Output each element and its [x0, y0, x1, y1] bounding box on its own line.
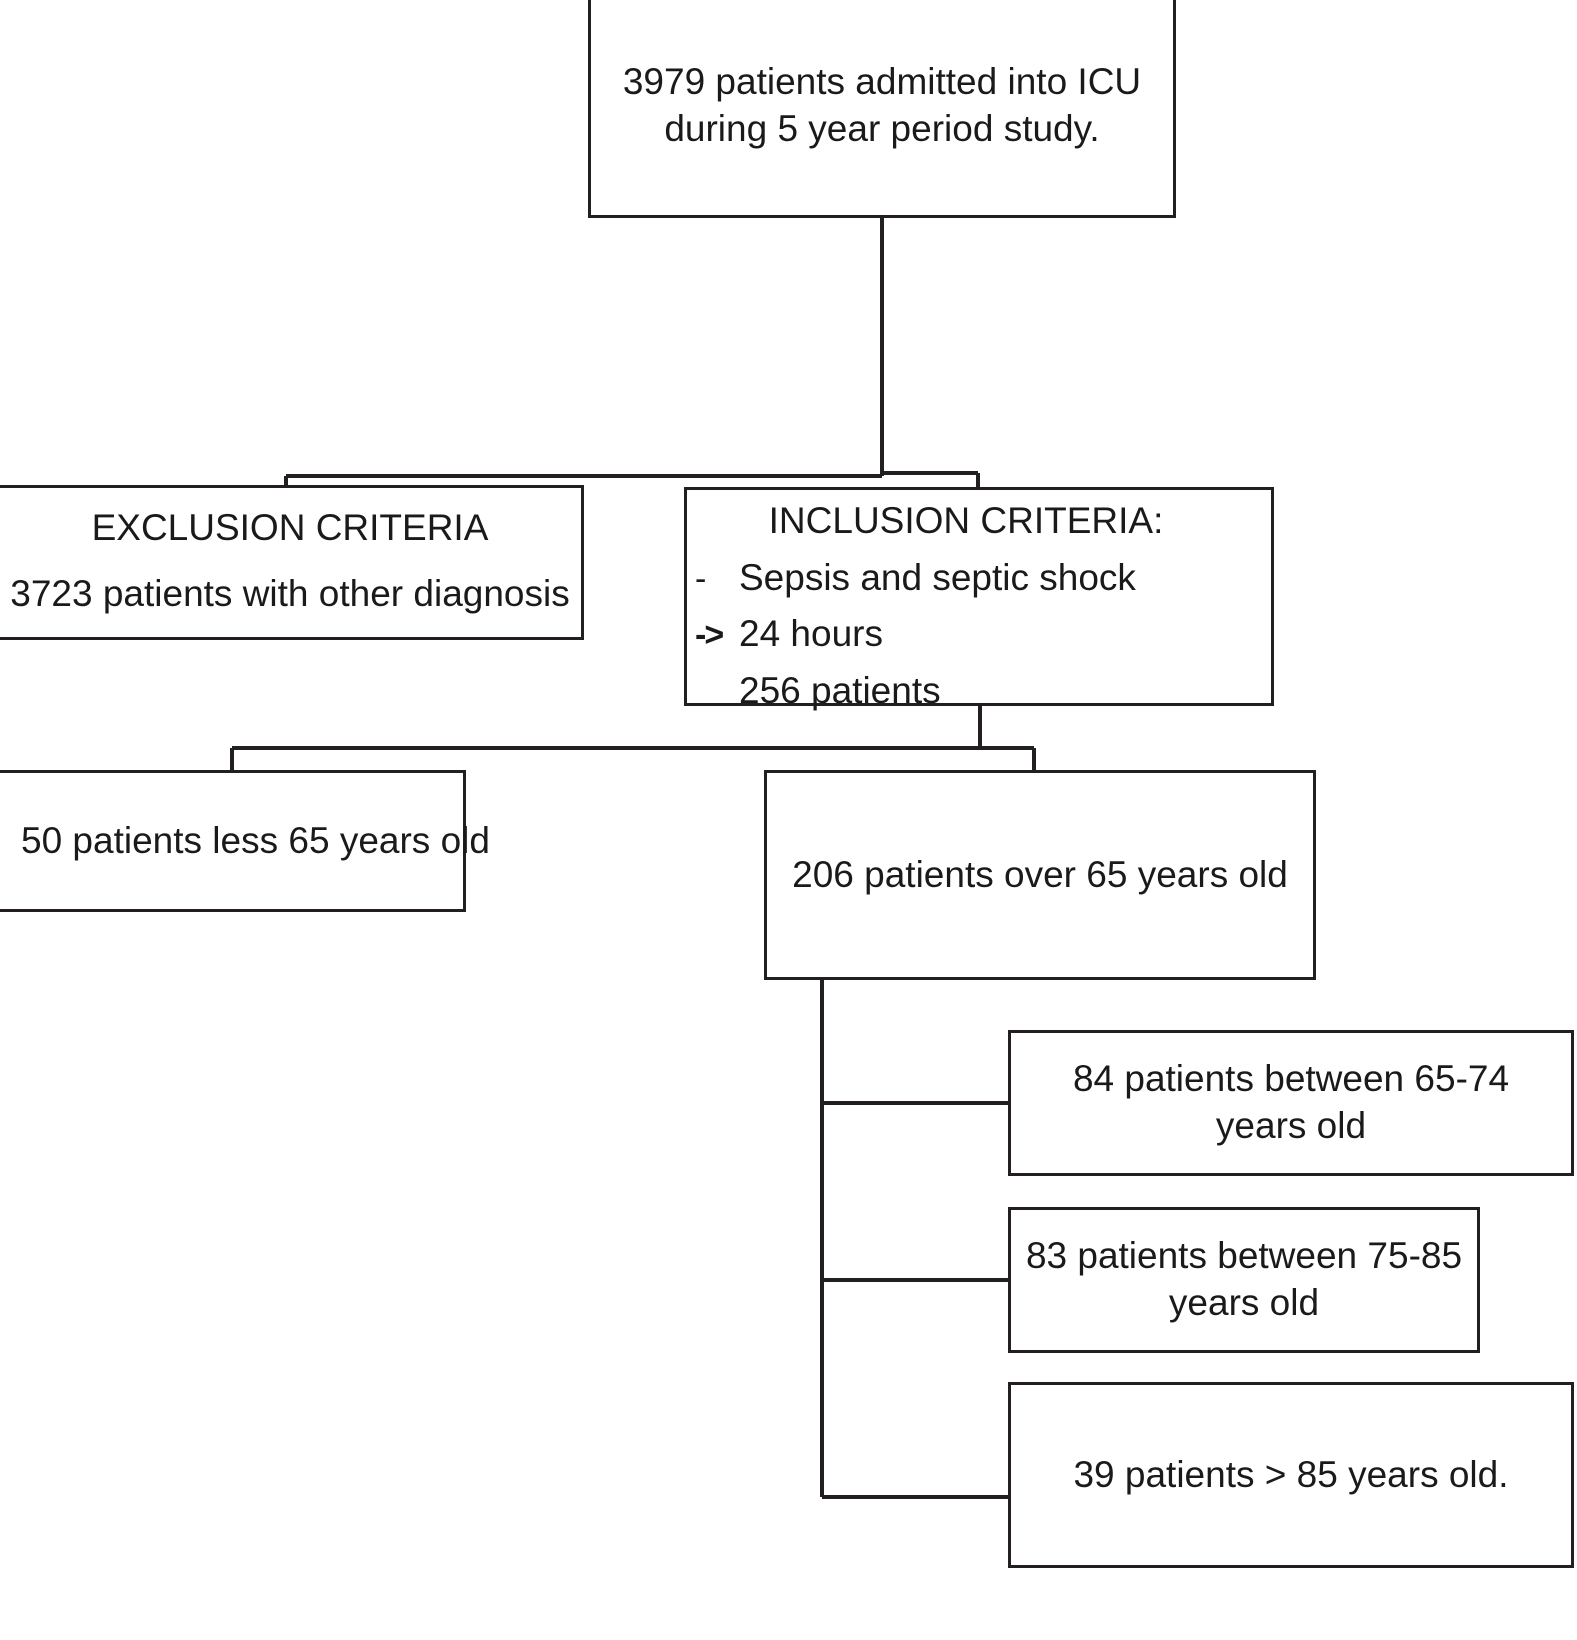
node-over-85-line1: 39 patients > 85 years old.: [1073, 1453, 1509, 1495]
inclusion-row-sepsis: - Sepsis and septic shock: [687, 556, 1271, 600]
inclusion-row-sepsis-text: Sepsis and septic shock: [739, 557, 1136, 598]
inclusion-row-patients: 256 patients: [687, 669, 1271, 713]
node-inclusion-criteria: INCLUSION CRITERIA: - Sepsis and septic …: [684, 487, 1274, 711]
node-age-75-85: 83 patients between 75-85 years old: [1008, 1207, 1480, 1353]
inclusion-row-hours: -> 24 hours: [687, 612, 1271, 656]
node-age-65-74-line1: 84 patients between 65-74: [1072, 1058, 1510, 1100]
inclusion-row-patients-text: 256 patients: [739, 669, 941, 711]
node-inclusion-title: INCLUSION CRITERIA:: [768, 500, 1164, 541]
node-over-85: 39 patients > 85 years old.: [1008, 1382, 1574, 1568]
bullet-arrow-icon: ->: [695, 616, 724, 655]
node-admitted-line2: during 5 year period study.: [664, 108, 1100, 149]
node-over-65: 206 patients over 65 years old: [764, 770, 1316, 980]
node-age-75-85-line2: years old: [1168, 1282, 1320, 1323]
node-age-65-74-line2: years old: [1215, 1105, 1367, 1146]
node-admitted-line1: 3979 patients admitted into ICU: [622, 61, 1142, 103]
node-age-65-74: 84 patients between 65-74 years old: [1008, 1030, 1574, 1176]
node-under-65-line1: 50 patients less 65 years old: [21, 819, 490, 861]
bullet-dash-icon: -: [695, 560, 707, 598]
inclusion-row-hours-text: 24 hours: [739, 613, 883, 655]
node-patients-admitted: 3979 patients admitted into ICU during 5…: [588, 0, 1176, 218]
node-exclusion-title: EXCLUSION CRITERIA: [91, 507, 489, 549]
node-exclusion-line1: 3723 patients with other diagnosis: [10, 573, 570, 615]
node-over-65-line1: 206 patients over 65 years old: [792, 853, 1288, 895]
node-under-65: 50 patients less 65 years old: [0, 770, 490, 912]
node-age-75-85-line1: 83 patients between 75-85: [1025, 1235, 1463, 1277]
node-exclusion-criteria: EXCLUSION CRITERIA 3723 patients with ot…: [0, 485, 584, 640]
